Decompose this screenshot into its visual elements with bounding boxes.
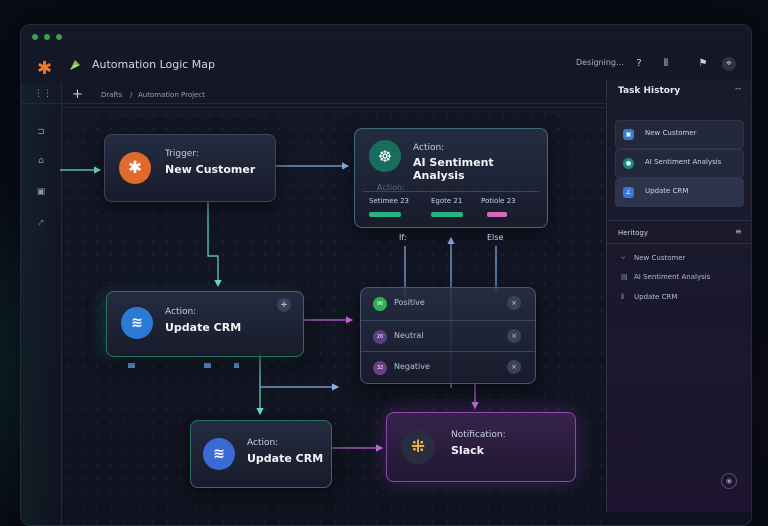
- if-label: If:: [399, 233, 407, 242]
- condition-label: Neutral: [394, 331, 424, 340]
- divider: [607, 243, 751, 244]
- condition-badge: 32: [373, 361, 387, 375]
- history-item[interactable]: ∠ Update CRM: [615, 178, 744, 207]
- remove-condition-button[interactable]: ×: [507, 296, 521, 310]
- branch-icon: ⑂: [621, 254, 626, 262]
- grid-icon[interactable]: ⋮⋮: [34, 89, 52, 99]
- sentiment-kind: Action:: [413, 143, 445, 153]
- crm2-kind: Action:: [247, 438, 279, 448]
- trigger-name: New Customer: [165, 163, 256, 176]
- heritogy-item[interactable]: ⑂ New Customer: [621, 254, 686, 262]
- notification-name: Slack: [451, 444, 484, 457]
- window-dot-minimize[interactable]: [44, 34, 50, 40]
- sentiment-name: AI Sentiment Analysis: [413, 156, 494, 182]
- heritogy-item-label: AI Sentiment Analysis: [634, 273, 711, 281]
- document-icon[interactable]: ▣: [36, 187, 46, 197]
- settings-icon[interactable]: ◉: [721, 473, 737, 489]
- condition-label: Positive: [394, 298, 425, 307]
- sentiment-node[interactable]: ☸ Action: AI Sentiment Analysis Action: …: [354, 128, 548, 228]
- location-icon[interactable]: ⌖: [722, 57, 736, 71]
- database-icon: ≋: [121, 307, 153, 339]
- history-item-label: Update CRM: [645, 187, 689, 195]
- crm-kind: Action:: [165, 307, 197, 317]
- remove-condition-button[interactable]: ×: [507, 360, 521, 374]
- columns-icon[interactable]: ⫴: [663, 58, 669, 69]
- task-history-panel: Task History -- ▣ New Customer ● AI Sent…: [606, 80, 751, 512]
- condition-badge: 20: [373, 330, 387, 344]
- database-icon: ≋: [203, 438, 235, 470]
- left-rail: ⋮⋮ ⊐ ⌂ ▣ ⤤: [21, 83, 62, 525]
- slack-icon: ⁜: [401, 430, 435, 464]
- brain-icon: ☸: [369, 140, 401, 172]
- window-dot-close[interactable]: [32, 34, 38, 40]
- crm-name: Update CRM: [165, 321, 242, 334]
- breadcrumb-separator: /: [130, 91, 133, 99]
- add-node-button[interactable]: +: [72, 87, 83, 102]
- divider: [607, 220, 751, 221]
- app-logo-icon: ✱: [37, 58, 53, 79]
- heritogy-item-label: Update CRM: [634, 293, 678, 301]
- else-label: Else: [487, 233, 504, 242]
- history-item[interactable]: ▣ New Customer: [615, 120, 744, 149]
- heritogy-item[interactable]: ⫴ Update CRM: [621, 293, 677, 302]
- condition-row-positive[interactable]: 96 Positive ×: [361, 288, 535, 319]
- condition-badge: 96: [373, 297, 387, 311]
- window-dot-maximize[interactable]: [56, 34, 62, 40]
- heritogy-item[interactable]: ▤ AI Sentiment Analysis: [621, 273, 710, 281]
- task-history-title: Task History: [618, 86, 681, 96]
- condition-row-neutral[interactable]: 20 Neutral ×: [361, 320, 535, 352]
- window-controls: [32, 34, 62, 40]
- history-item-label: New Customer: [645, 129, 697, 137]
- crm2-name: Update CRM: [247, 452, 324, 465]
- leaf-icon: [70, 60, 80, 70]
- heritogy-menu-button[interactable]: ≡: [735, 227, 742, 236]
- task-icon: ▣: [623, 129, 634, 140]
- home-icon[interactable]: ⌂: [38, 156, 44, 166]
- asterisk-icon: ✱: [119, 152, 151, 184]
- heritogy-item-label: New Customer: [634, 254, 686, 262]
- app-title: Automation Logic Map: [92, 58, 216, 71]
- update-crm-node[interactable]: ≋ Action: Update CRM +: [106, 291, 304, 357]
- brain-icon: ●: [623, 158, 634, 169]
- edit-icon: ∠: [623, 187, 634, 198]
- help-icon[interactable]: ?: [636, 58, 642, 69]
- meter-bar-1: [369, 212, 401, 217]
- columns-icon: ⫴: [621, 293, 624, 301]
- add-step-button[interactable]: +: [277, 298, 291, 312]
- message-icon: ▤: [621, 273, 628, 281]
- history-item[interactable]: ● AI Sentiment Analysis: [615, 149, 744, 178]
- meter-bar-2: [431, 212, 463, 217]
- meter-label-1: Setimee 23: [369, 197, 410, 205]
- meter-bar-3: [487, 212, 507, 217]
- update-crm-node-2[interactable]: ≋ Action: Update CRM: [190, 420, 332, 488]
- trigger-kind: Trigger:: [165, 149, 199, 159]
- notification-node[interactable]: ⁜ Notification: Slack: [386, 412, 576, 482]
- title-bar: ✱ Automation Logic Map Designing... ? ⫴ …: [21, 47, 751, 104]
- flag-icon[interactable]: ⚑: [698, 58, 708, 69]
- breadcrumb-project[interactable]: Automation Project: [138, 91, 205, 99]
- status-text: Designing...: [576, 58, 624, 67]
- meter-label-2: Egote 21: [431, 197, 463, 205]
- share-icon[interactable]: ⤤: [38, 219, 44, 229]
- task-history-menu-button[interactable]: --: [735, 84, 742, 94]
- condition-label: Negative: [394, 362, 430, 371]
- ghost-label: Action:: [377, 183, 405, 192]
- breadcrumb-drafts[interactable]: Drafts: [101, 91, 123, 99]
- breadcrumb-bar: + Drafts / Automation Project: [62, 83, 605, 108]
- condition-row-negative[interactable]: 32 Negative ×: [361, 351, 535, 383]
- tag-icon[interactable]: ⊐: [37, 127, 45, 137]
- condition-panel: 96 Positive × 20 Neutral × 32 Negative ×: [360, 287, 536, 384]
- heritogy-title: Heritogy: [618, 229, 649, 237]
- divider: [363, 191, 539, 192]
- history-item-label: AI Sentiment Analysis: [645, 158, 722, 166]
- trigger-node[interactable]: ✱ Trigger: New Customer: [104, 134, 276, 202]
- meter-label-3: Potiole 23: [481, 197, 516, 205]
- notification-kind: Notification:: [451, 430, 506, 440]
- remove-condition-button[interactable]: ×: [507, 329, 521, 343]
